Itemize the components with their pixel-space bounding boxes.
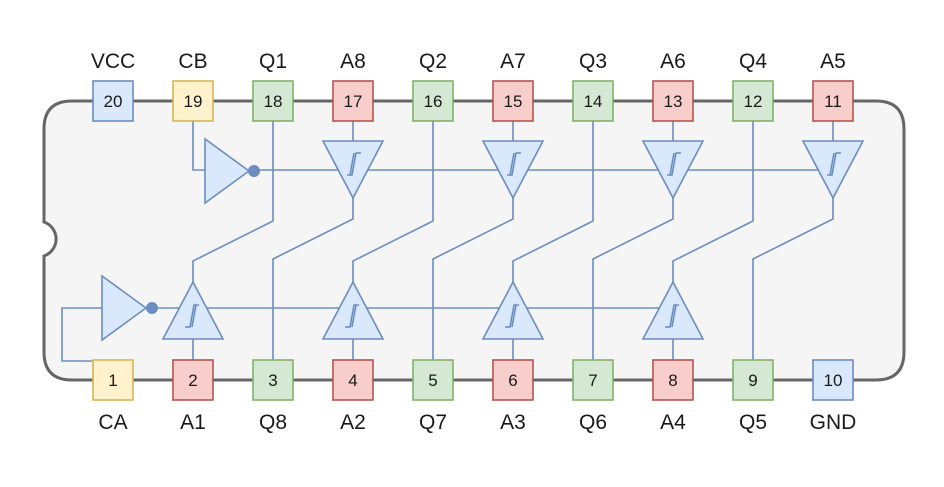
bottom-pin-6-box [492,359,534,401]
bottom-pin-2-box [172,359,214,401]
bottom-pin-6-number: 6 [508,371,517,390]
bottom-pin-6-label: A3 [500,411,526,434]
wiring-layer [61,121,838,362]
top-buffer-4-output-wire [752,198,834,360]
gates-layer [101,137,865,342]
top-pin-20-box [92,80,134,122]
top-pin-15-box [492,80,534,122]
top-pin-13-label: A6 [660,50,686,73]
top-buffer-1-output-wire [272,198,354,360]
top-pin-19-label: CB [178,50,207,73]
top-pin-12-number: 12 [744,92,763,111]
bottom-buffer-1-output-wire [192,121,274,282]
top-pin-14-box [572,80,614,122]
top-pin-13-number: 13 [664,92,683,111]
top-pin-18-box [252,80,294,122]
bottom-pin-1-number: 1 [108,371,117,390]
top-schmitt-buffer-1-hysteresis-icon [347,152,361,176]
bottom-pin-3-box [252,359,294,401]
bottom-enable-inverter-bubble [146,302,158,314]
bottom-buffer-3-output-wire [512,121,594,282]
top-pin-13-box [652,80,694,122]
bottom-schmitt-buffer-1-hysteresis-icon [185,304,199,328]
top-schmitt-buffer-4-hysteresis-icon [827,152,841,176]
top-schmitt-buffer-2-hysteresis-icon [507,152,521,176]
bottom-schmitt-buffer-2-hysteresis-icon [345,304,359,328]
top-pin-15-label: A7 [500,50,526,73]
bottom-pin-2-label: A1 [180,411,206,434]
top-pin-12-box [732,80,774,122]
bottom-schmitt-buffer-4-hysteresis-icon [665,304,679,328]
bottom-pin-1-label: CA [98,411,127,434]
top-pin-17-number: 17 [344,92,363,111]
top-pin-16-box [412,80,454,122]
top-pin-15-number: 15 [504,92,523,111]
bottom-pin-8-number: 8 [668,371,677,390]
bottom-pin-4-number: 4 [348,371,357,390]
bottom-pin-5-box [412,359,454,401]
top-schmitt-buffer-3-hysteresis-icon [667,152,681,176]
top-pin-14-label: Q3 [579,50,607,73]
bottom-pin-10-number: 10 [824,371,843,390]
top-pin-16-number: 16 [424,92,443,111]
bottom-pin-8-label: A4 [660,411,686,434]
bottom-pin-7-box [572,359,614,401]
top-pin-18-label: Q1 [259,50,287,73]
bottom-schmitt-buffer-3-hysteresis-icon [505,304,519,328]
bottom-buffer-2-output-wire [352,121,434,282]
top-pin-19-box [172,80,214,122]
top-pin-11-label: A5 [820,50,846,73]
bottom-pin-10-label: GND [810,411,857,434]
top-enable-inverter-bubble [248,165,260,177]
top-pin-20-label: VCC [91,50,135,73]
top-pin-19-number: 19 [184,92,203,111]
ca-control-wire [61,307,102,362]
bottom-pin-8-box [652,359,694,401]
top-pin-18-number: 18 [264,92,283,111]
top-pin-11-number: 11 [824,92,842,111]
top-buffer-2-output-wire [432,198,514,360]
top-pin-17-label: A8 [340,50,366,73]
top-pin-20-number: 20 [104,92,123,111]
bottom-pin-4-box [332,359,374,401]
top-pin-11-box [812,80,854,122]
bottom-pin-5-label: Q7 [419,411,447,434]
bottom-pin-2-number: 2 [188,371,197,390]
cb-control-wire [192,121,205,171]
bottom-pin-10-box [812,359,854,401]
top-buffer-3-output-wire [592,198,674,360]
bottom-pin-5-number: 5 [428,371,437,390]
bottom-pin-3-label: Q8 [259,411,287,434]
bottom-enable-inverter [101,274,148,342]
top-pin-17-box [332,80,374,122]
top-pin-14-number: 14 [584,92,603,111]
top-enable-inverter [204,137,251,205]
pins-layer: 20VCC19CB18Q117A816Q215A714Q313A612Q411A… [91,50,857,434]
bottom-pin-7-number: 7 [588,371,597,390]
top-pin-12-label: Q4 [739,50,767,73]
bottom-pin-7-label: Q6 [579,411,607,434]
bottom-buffer-4-output-wire [672,121,754,282]
bottom-pin-1-box [92,359,134,401]
bottom-pin-9-number: 9 [748,371,757,390]
bottom-pin-9-label: Q5 [739,411,767,434]
bottom-pin-3-number: 3 [268,371,277,390]
top-pin-16-label: Q2 [419,50,447,73]
bottom-pin-9-box [732,359,774,401]
bottom-pin-4-label: A2 [340,411,366,434]
